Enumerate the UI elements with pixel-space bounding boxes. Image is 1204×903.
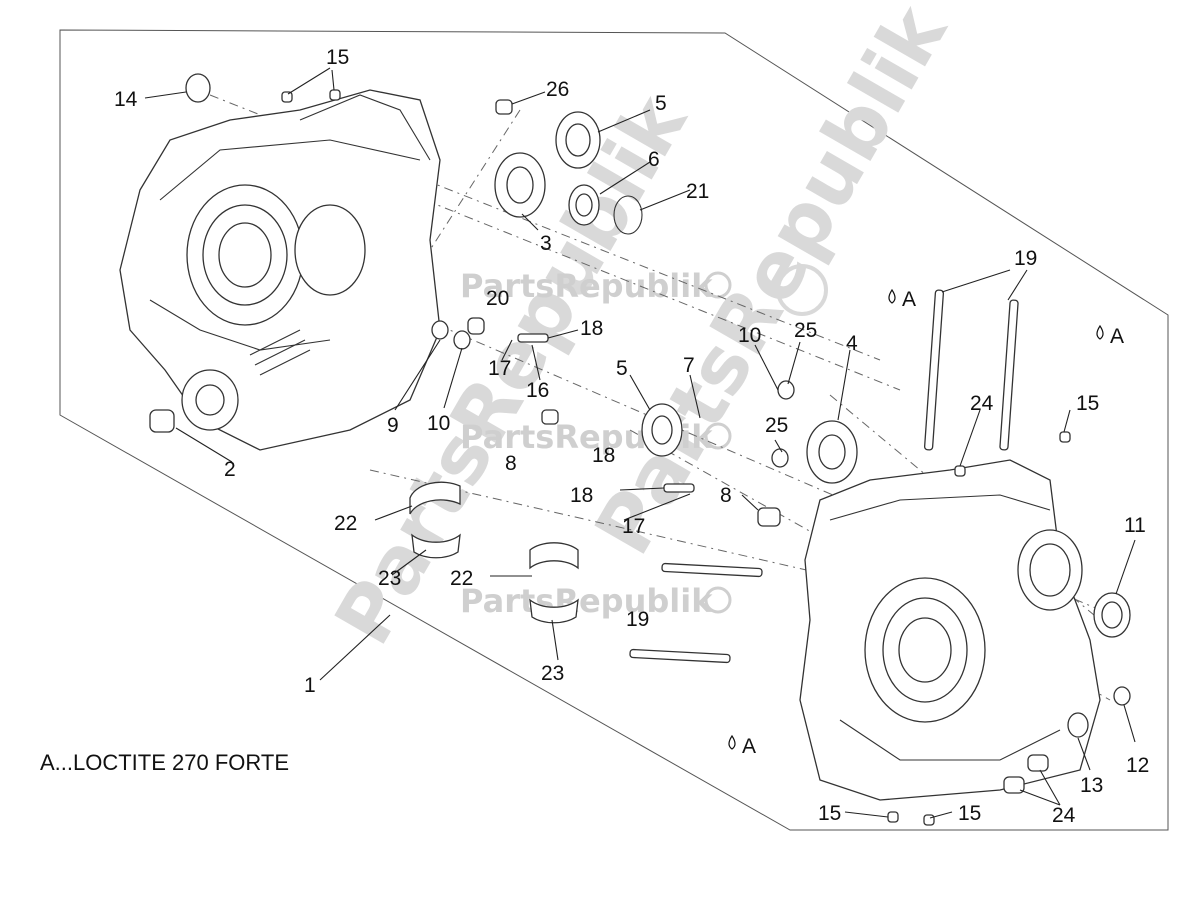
loctite-marker-a-2: A <box>1096 324 1124 348</box>
dowels-15 <box>281 89 1071 826</box>
callout-10-right: 10 <box>738 324 761 347</box>
bearing-6 <box>568 184 600 226</box>
callout-15-a: 15 <box>326 46 349 69</box>
callout-15-b: 15 <box>1076 392 1099 415</box>
callout-15-d: 15 <box>958 802 981 825</box>
oil-seal-14 <box>185 73 211 103</box>
washers-9-10 <box>431 317 485 350</box>
callout-24-a: 24 <box>970 392 994 415</box>
callout-18-a: 18 <box>580 317 603 340</box>
callout-22-b: 22 <box>450 567 473 590</box>
drop-icon <box>888 288 896 304</box>
bearing-4 <box>806 420 858 484</box>
callout-17-a: 17 <box>488 357 511 380</box>
bushing-2 <box>149 409 175 433</box>
callout-18-b: 18 <box>592 444 615 467</box>
callout-1: 1 <box>304 674 316 697</box>
callout-6: 6 <box>648 148 660 171</box>
callout-labels: 1 2 3 4 5 5 6 7 8 8 9 10 10 11 12 13 14 … <box>114 46 1149 827</box>
bushing-12 <box>1113 686 1131 706</box>
watermark-bottom: PartsRepublik <box>460 582 713 620</box>
callout-21: 21 <box>686 180 709 203</box>
callout-3: 3 <box>540 232 552 255</box>
callout-19-b: 19 <box>626 608 649 631</box>
left-crankcase-half <box>119 89 441 451</box>
circlip-21 <box>613 195 643 235</box>
callout-4: 4 <box>846 332 858 355</box>
bearing-5-upper <box>555 111 601 169</box>
callout-25-a: 25 <box>794 319 817 342</box>
loctite-legend-note: A...LOCTITE 270 FORTE <box>40 750 289 775</box>
leader-lines <box>144 67 1136 819</box>
callout-14: 14 <box>114 88 138 111</box>
callout-10-left: 10 <box>427 412 450 435</box>
callout-18-c: 18 <box>570 484 593 507</box>
drop-icon <box>728 734 736 750</box>
dowel-26 <box>495 99 513 115</box>
callout-11: 11 <box>1124 514 1146 537</box>
callout-16: 16 <box>526 379 549 402</box>
callout-22-a: 22 <box>334 512 357 535</box>
watermark-gear-icon <box>704 264 828 614</box>
svg-text:A: A <box>1110 325 1124 348</box>
seal-13 <box>1067 712 1089 738</box>
callout-7: 7 <box>683 354 695 377</box>
callout-9: 9 <box>387 414 399 437</box>
callout-23-b: 23 <box>541 662 564 685</box>
watermark-top: PartsRepublik <box>460 267 713 305</box>
loctite-marker-a-3: A <box>728 734 756 758</box>
pump-8 <box>541 409 781 527</box>
callout-25-b: 25 <box>765 414 788 437</box>
washers-25 <box>771 380 795 468</box>
drop-icon <box>1096 324 1104 340</box>
callout-13: 13 <box>1080 774 1103 797</box>
loctite-marker-a-1: A <box>888 288 916 311</box>
callout-12: 12 <box>1126 754 1149 777</box>
bearing-5-lower <box>641 403 683 457</box>
oil-seal-11 <box>1093 592 1131 638</box>
svg-text:A: A <box>902 288 916 311</box>
callout-15-c: 15 <box>818 802 841 825</box>
diagram-frame <box>59 29 1169 831</box>
callout-20: 20 <box>486 287 509 310</box>
callout-5-upper: 5 <box>655 92 667 115</box>
callout-2: 2 <box>224 458 236 481</box>
callout-23-a: 23 <box>378 567 401 590</box>
callout-5-lower: 5 <box>616 357 628 380</box>
callout-24-b: 24 <box>1052 804 1076 827</box>
bearing-3 <box>494 152 546 218</box>
dowels-24 <box>1003 754 1049 794</box>
callout-17-b: 17 <box>622 515 645 538</box>
callout-26: 26 <box>546 78 569 101</box>
callout-8-lower: 8 <box>720 484 732 507</box>
studs-19 <box>629 289 1019 664</box>
right-crankcase-half <box>799 459 1101 801</box>
svg-text:A: A <box>742 735 756 758</box>
callout-8-upper: 8 <box>505 452 517 475</box>
callout-19-a: 19 <box>1014 247 1037 270</box>
